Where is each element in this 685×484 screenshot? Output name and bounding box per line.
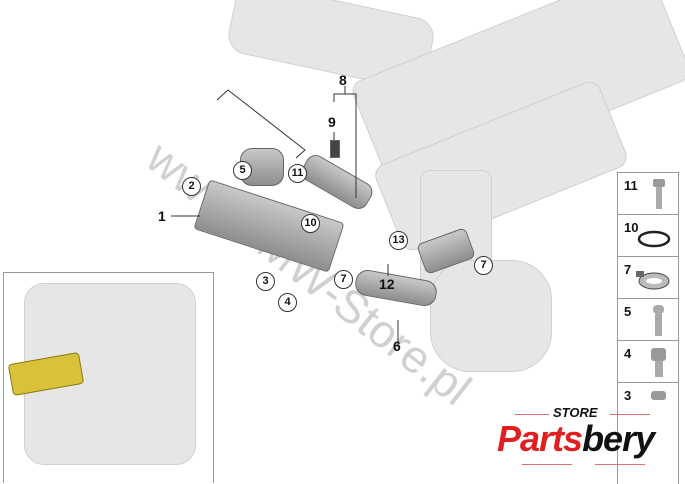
callout-7-second: 7: [474, 256, 493, 275]
legend-number: 4: [624, 346, 632, 361]
legend-item: 10: [618, 215, 678, 257]
bolt-icon: [653, 179, 665, 209]
legend-number: 10: [624, 220, 639, 235]
hose-clamp-icon: [636, 271, 670, 290]
callout-1: 1: [158, 208, 166, 224]
collar-bolt-icon: [651, 348, 666, 377]
callout-9: 9: [328, 114, 336, 130]
legend-number: 5: [624, 304, 632, 319]
callout-13: 13: [389, 231, 408, 250]
parts-legend: 11 10 7 5 4 3: [617, 172, 679, 484]
legend-number: 3: [624, 388, 632, 403]
legend-item: 11: [618, 173, 678, 215]
callout-11: 11: [288, 164, 307, 183]
legend-item: 3: [618, 383, 678, 424]
nut-icon: [651, 391, 666, 400]
callout-12: 12: [379, 276, 395, 292]
logo-store-text: STORE: [553, 405, 598, 420]
logo-brand-black: bery: [582, 418, 655, 459]
legend-number: 7: [624, 262, 632, 277]
engine-overview-inset: [3, 272, 214, 483]
callout-5: 5: [233, 161, 252, 180]
legend-item: 4: [618, 341, 678, 383]
callout-6: 6: [393, 338, 401, 354]
callout-8: 8: [339, 72, 347, 88]
bolt-icon: [653, 305, 664, 336]
logo-brand-red: Parts: [497, 418, 583, 459]
legend-item: 5: [618, 299, 678, 341]
callout-7: 7: [334, 270, 353, 289]
callout-3: 3: [256, 272, 275, 291]
legend-number: 11: [624, 178, 638, 193]
seal-ring-icon: [637, 230, 671, 248]
callout-4: 4: [278, 293, 297, 312]
callout-2: 2: [182, 177, 201, 196]
legend-item: 7: [618, 257, 678, 299]
callout-10: 10: [301, 214, 320, 233]
